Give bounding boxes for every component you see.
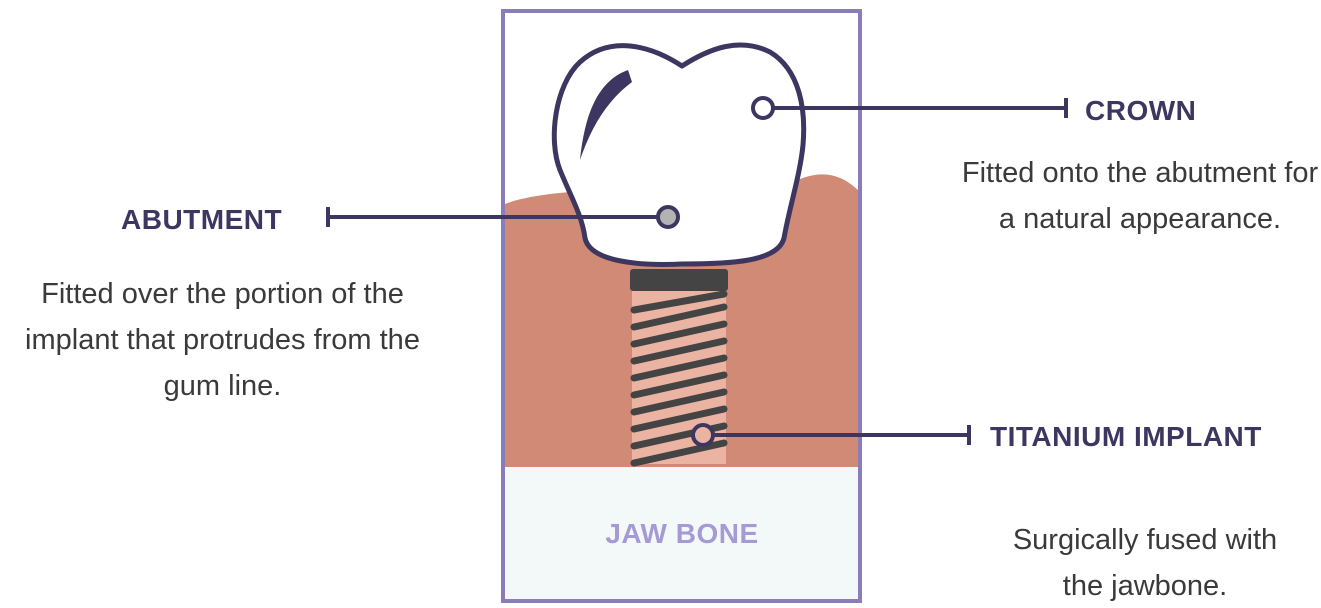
implant-collar (630, 269, 728, 291)
crown-title: CROWN (1085, 95, 1196, 127)
abutment-title: ABUTMENT (121, 204, 282, 236)
crown-description: Fitted onto the abutment for a natural a… (960, 150, 1320, 242)
jaw-bone-label: JAW BONE (503, 518, 861, 550)
implant-description: Surgically fused with the jawbone. (1000, 517, 1290, 608)
abutment-description: Fitted over the portion of the implant t… (0, 271, 445, 409)
crown-shape (554, 45, 803, 264)
implant-title: TITANIUM IMPLANT (990, 421, 1262, 453)
